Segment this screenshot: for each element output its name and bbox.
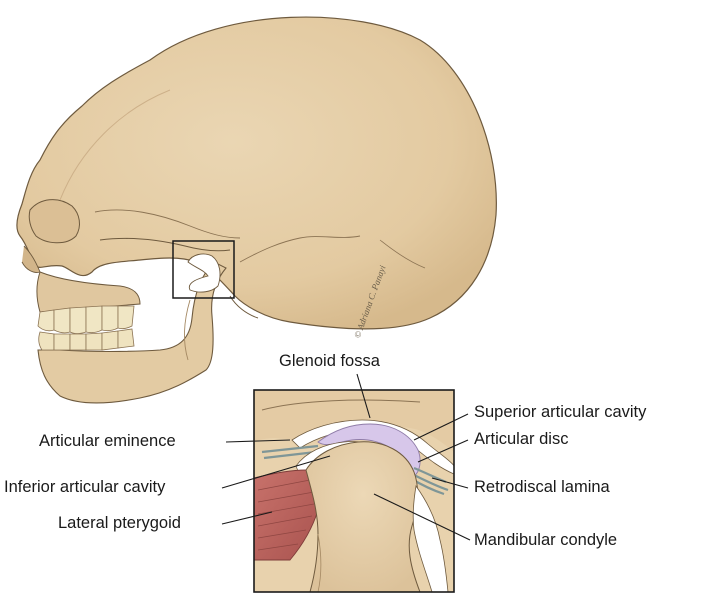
label-mandibular-condyle: Mandibular condyle [474, 531, 618, 549]
mandible [37, 261, 227, 404]
temporal-line [94, 209, 241, 239]
condyle-neck-shadow [317, 533, 322, 592]
label-articular-disc: Articular disc [474, 430, 569, 448]
orbit [28, 199, 80, 244]
label-articular-eminence: Articular eminence [39, 432, 176, 450]
tmj-inset [253, 389, 455, 593]
skull-contour [261, 399, 421, 411]
leader-articular-disc [417, 439, 469, 463]
leader-lateral-pterygoid [221, 511, 273, 525]
leader-articular-eminence [225, 439, 291, 443]
inset-frame [253, 389, 455, 593]
suture-1 [239, 235, 361, 263]
label-superior-articular-cavity: Superior articular cavity [474, 403, 647, 421]
upper-teeth [37, 305, 135, 334]
skull [16, 16, 497, 404]
lower-teeth [38, 328, 135, 351]
mandibular-condyle-shape [305, 441, 421, 592]
tmj-joint-space [187, 253, 221, 293]
cranium [16, 16, 497, 330]
maxilla [36, 271, 141, 313]
leader-retrodiscal-lamina [431, 477, 469, 489]
muscle-fibers [257, 479, 315, 551]
zygomatic-arch [99, 237, 231, 252]
leader-lines [221, 373, 471, 541]
leader-glenoid-fossa [356, 373, 371, 419]
label-glenoid-fossa: Glenoid fossa [279, 352, 380, 370]
frontal-shading [59, 89, 171, 201]
leader-superior-articular-cavity [413, 413, 469, 441]
ramus-edge [183, 299, 191, 361]
label-inferior-articular-cavity: Inferior articular cavity [4, 478, 166, 496]
label-retrodiscal-lamina: Retrodiscal lamina [474, 478, 610, 496]
tmj-region-box [172, 240, 235, 299]
leader-inferior-articular-cavity [221, 455, 331, 489]
suture-2 [379, 239, 426, 269]
label-lateral-pterygoid: Lateral pterygoid [58, 514, 181, 532]
leader-mandibular-condyle [373, 493, 471, 541]
